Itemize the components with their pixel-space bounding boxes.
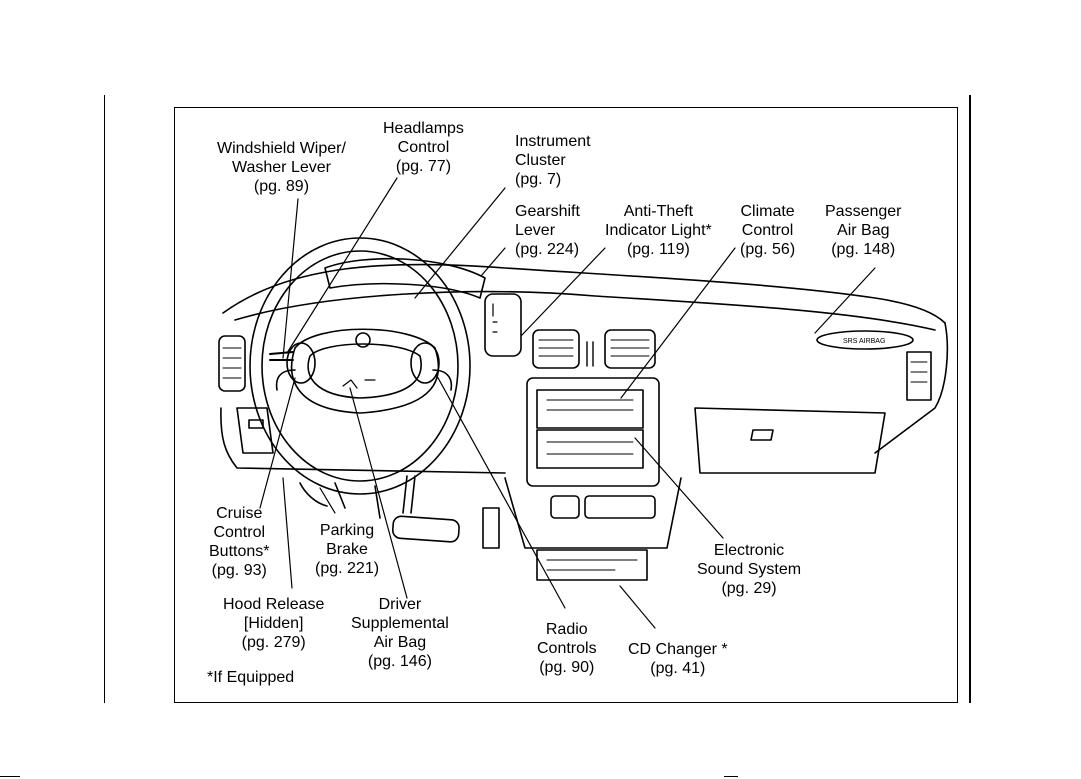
wiper-stalk	[269, 351, 294, 361]
steering-column	[334, 482, 381, 519]
hub-small-marks	[342, 379, 376, 389]
center-vent-right-slats	[610, 339, 650, 357]
left-spoke	[275, 369, 296, 391]
glove-box	[694, 407, 886, 474]
right-vent-slats	[910, 361, 928, 383]
dashboard-top-edge	[222, 263, 946, 324]
radio-button-rows	[546, 399, 634, 455]
left-switch-pod	[286, 342, 316, 384]
lower-console-slot	[584, 495, 656, 519]
steering-hub	[290, 328, 440, 414]
gearshift-cluster	[484, 293, 522, 357]
center-vent-divider	[586, 341, 594, 367]
radio-upper-unit	[536, 389, 644, 429]
leader-instrument	[414, 187, 506, 299]
leader-electronic	[634, 437, 724, 539]
steering-hub-inner	[307, 343, 422, 399]
left-panel-slot	[248, 419, 264, 429]
leader-climate	[620, 247, 736, 399]
label-wiper: Windshield Wiper/Washer Lever(pg. 89)	[217, 140, 346, 195]
label-hood: Hood Release[Hidden](pg. 279)	[223, 596, 325, 651]
glove-box-handle	[750, 429, 774, 441]
leader-radio	[436, 375, 566, 609]
label-cd: CD Changer *(pg. 41)	[628, 641, 728, 677]
footnote: *If Equipped	[207, 669, 295, 686]
parking-brake-pedal	[299, 482, 328, 507]
cd-changer-slot	[546, 559, 638, 571]
instrument-cluster-hood	[324, 257, 486, 299]
cd-changer-unit	[536, 549, 648, 581]
gearshift-cluster-marks	[492, 303, 498, 333]
right-margin-rule	[969, 95, 971, 703]
leader-headlamps	[286, 177, 398, 354]
diagram-frame: SRS AIRBAG Windshield Wiper/Washer Lever…	[174, 107, 958, 703]
dashboard-right-edge	[874, 322, 949, 454]
radio-console-outer	[526, 377, 660, 487]
left-vent	[218, 335, 246, 392]
center-console	[504, 477, 682, 549]
leader-parking	[319, 487, 336, 514]
brake-pedal-rod	[402, 475, 416, 514]
left-margin-rule	[104, 95, 105, 703]
leader-cd	[619, 585, 656, 629]
leader-antitheft	[520, 247, 606, 337]
leader-hood	[282, 477, 293, 589]
center-vent-left-slats	[538, 339, 574, 357]
passenger-airbag-panel	[816, 330, 914, 350]
leader-cruise	[259, 377, 296, 509]
page-bottom-mark-right	[724, 776, 738, 777]
leader-passenger	[814, 267, 876, 334]
lower-console-buttons	[550, 495, 580, 519]
leader-wiper	[282, 198, 299, 359]
steering-wheel-inner	[261, 250, 459, 482]
dashboard-lower-edge	[220, 407, 506, 474]
radio-lower-unit	[536, 429, 644, 469]
left-lower-panel	[236, 407, 274, 454]
brake-pedal	[391, 515, 460, 543]
airbag-panel-text: SRS AIRBAG	[843, 338, 885, 345]
steering-logo	[355, 332, 371, 348]
left-vent-slats	[222, 347, 242, 379]
page-bottom-mark-left	[0, 776, 20, 777]
dashboard-illustration: SRS AIRBAG	[218, 177, 949, 629]
dashboard-inner-line	[234, 290, 936, 331]
right-switch-pod	[410, 342, 440, 384]
accelerator-pedal	[482, 507, 500, 549]
leader-gearshift	[480, 247, 506, 277]
steering-wheel-outer	[249, 237, 471, 495]
leader-driver	[349, 387, 408, 599]
right-vent	[906, 351, 932, 401]
center-vent-left	[532, 329, 580, 369]
center-vent-right	[604, 329, 656, 369]
right-spoke	[432, 369, 453, 391]
